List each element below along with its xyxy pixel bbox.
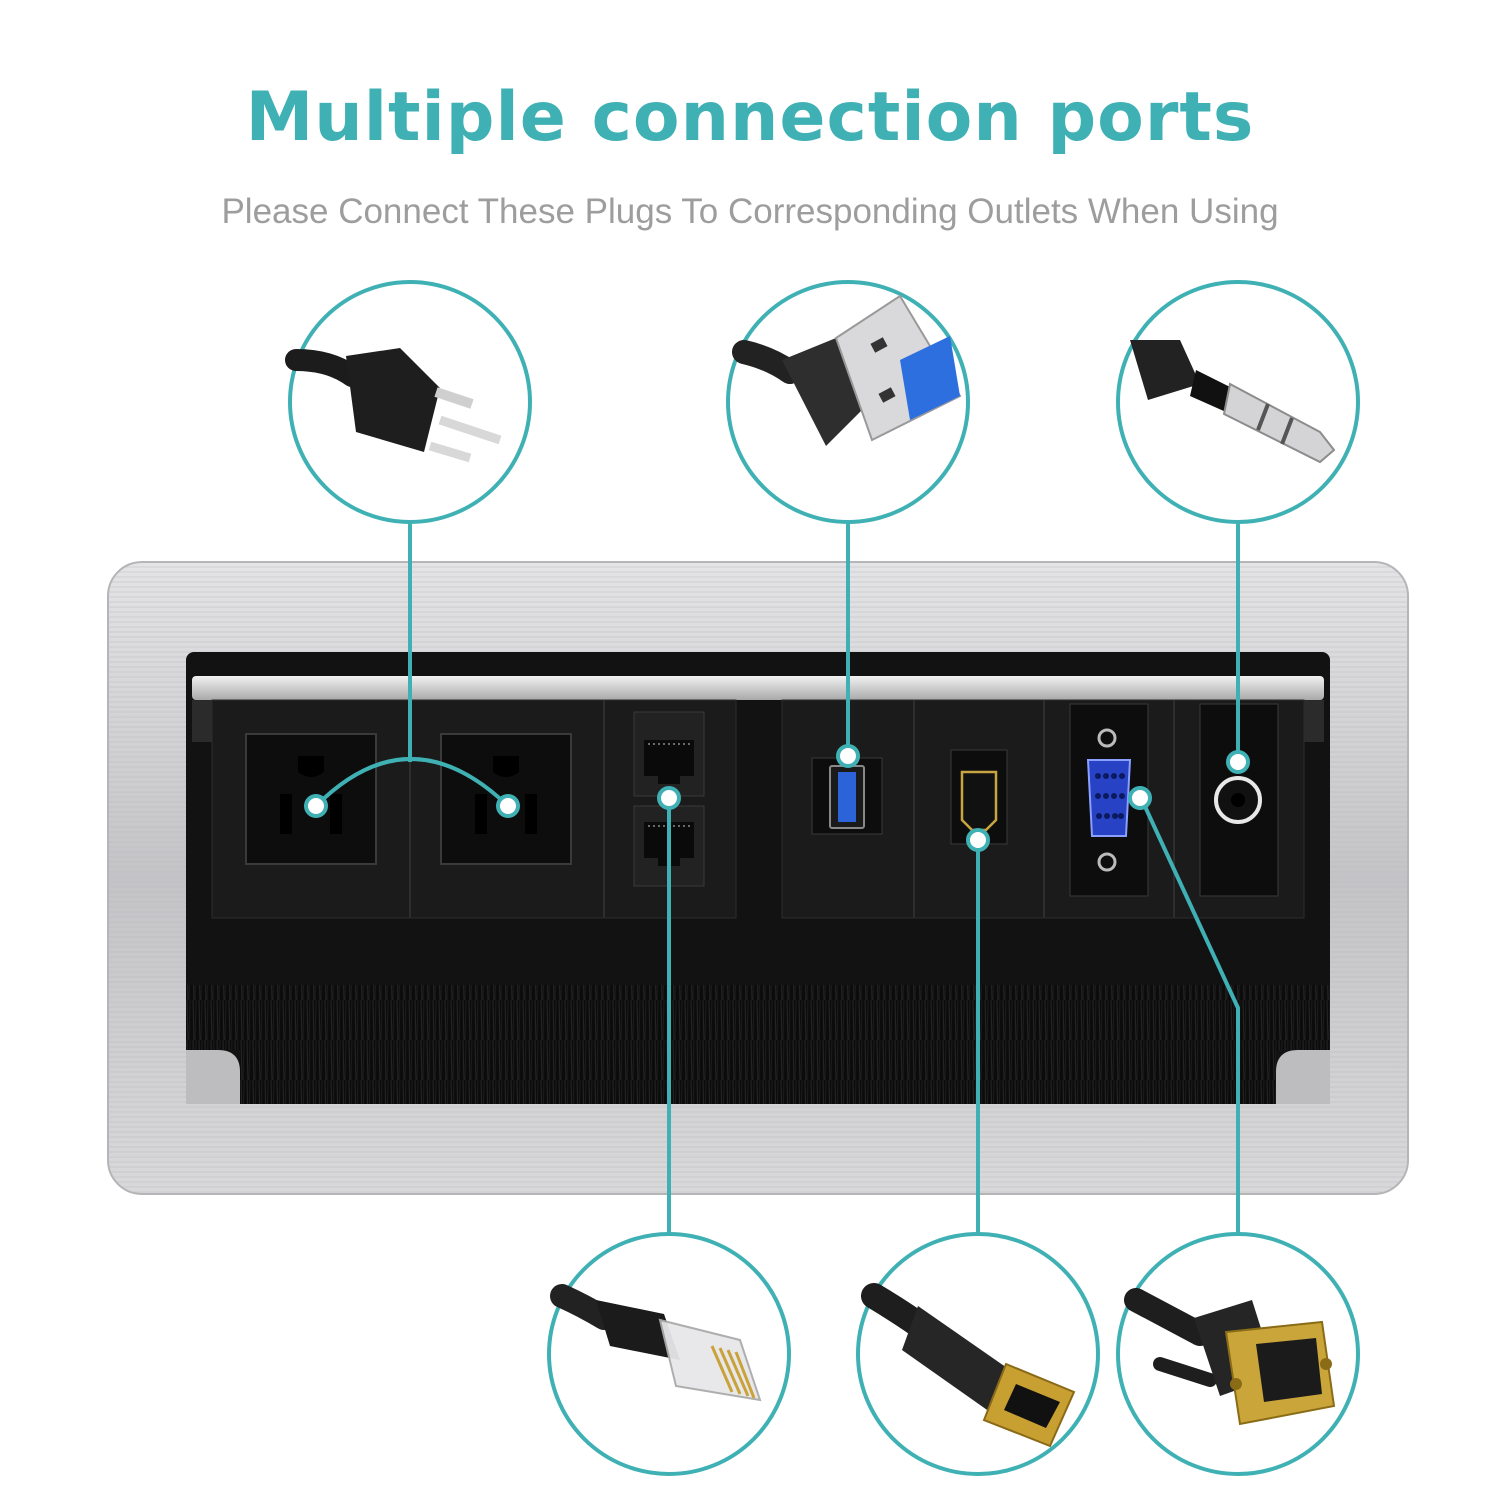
rj45-plug-icon [550,1284,762,1402]
rj45-port-icon [633,711,705,797]
connector-lines [314,522,1240,1234]
usb-port-icon [811,757,883,835]
vga-plug-icon [1124,1288,1336,1426]
power-plug-icon [285,348,502,463]
connector-dots [304,744,1250,852]
brush-strip [240,985,1276,1104]
audio-jack-icon [1130,340,1336,464]
hdmi-plug-icon [861,1283,1076,1448]
cover-rail [192,676,1324,742]
hdmi-port-icon [950,749,1008,845]
ac-outlet-icon [245,733,377,865]
usb-plug-icon [732,294,962,446]
page-title: Multiple connection ports [245,78,1255,157]
page-subtitle: Please Connect These Plugs To Correspond… [221,192,1279,231]
